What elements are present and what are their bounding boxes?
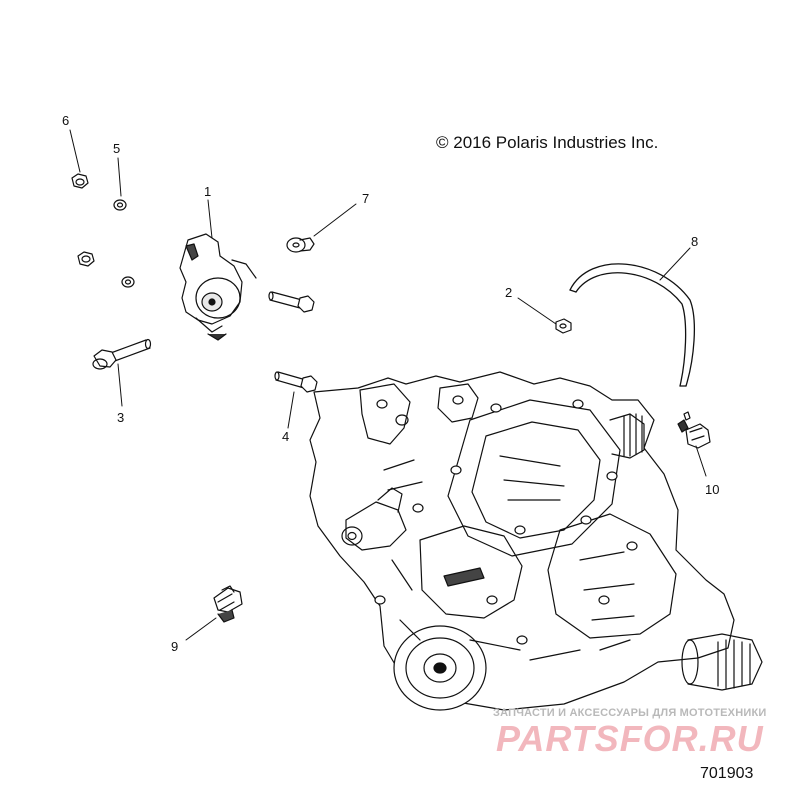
leader-2 xyxy=(517,297,557,325)
document-number: 701903 xyxy=(700,765,754,782)
callout-7: 7 xyxy=(362,191,369,206)
lock-washer-icon xyxy=(113,199,127,211)
watermark-brand: PARTSFOR.RU xyxy=(496,718,764,759)
callout-8: 8 xyxy=(691,234,698,249)
transmission-housing xyxy=(309,371,763,711)
nut-icon xyxy=(555,318,572,334)
plug-icon xyxy=(286,237,315,253)
leader-3 xyxy=(117,363,123,407)
callout-3: 3 xyxy=(117,410,124,425)
bolt-icon xyxy=(268,291,315,313)
leader-10 xyxy=(695,445,707,477)
vent-hose-icon xyxy=(569,263,696,387)
leader-6 xyxy=(69,129,81,173)
callout-5: 5 xyxy=(113,141,120,156)
callout-4: 4 xyxy=(282,429,289,444)
leader-8 xyxy=(659,247,691,281)
watermark-tagline: ЗАПЧАСТИ И АКСЕССУАРЫ ДЛЯ МОТОТЕХНИКИ xyxy=(493,707,767,719)
flange-bolt-icon xyxy=(92,338,152,370)
leader-5 xyxy=(117,157,122,197)
connector-icon xyxy=(213,585,243,623)
leader-9 xyxy=(185,617,217,641)
callout-2: 2 xyxy=(505,285,512,300)
position-sensor-icon xyxy=(179,233,257,341)
callout-9: 9 xyxy=(171,639,178,654)
leader-1 xyxy=(207,199,213,239)
callout-10: 10 xyxy=(705,482,719,497)
copyright-notice: © 2016 Polaris Industries Inc. xyxy=(436,133,659,152)
leader-4 xyxy=(287,391,295,429)
callout-6: 6 xyxy=(62,113,69,128)
bolt-icon xyxy=(274,371,318,393)
leader-lines xyxy=(69,129,707,641)
callout-1: 1 xyxy=(204,184,211,199)
connector-icon xyxy=(677,411,711,449)
leader-7 xyxy=(313,203,357,237)
lock-washer-icon xyxy=(121,276,135,288)
flange-nut-icon xyxy=(77,251,95,267)
flange-nut-icon xyxy=(71,173,89,189)
